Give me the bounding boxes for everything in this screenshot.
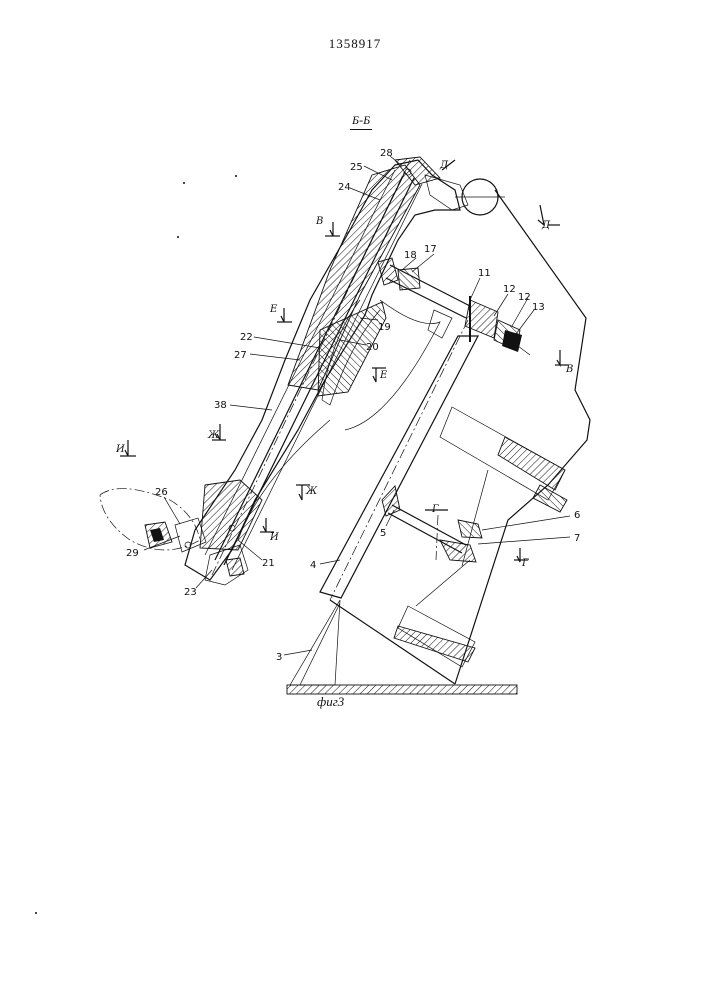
marker-g1: Г bbox=[431, 504, 439, 515]
label-22: 22 bbox=[240, 332, 253, 343]
label-20: 20 bbox=[366, 342, 379, 353]
label-23: 23 bbox=[184, 587, 197, 598]
label-29: 29 bbox=[126, 548, 139, 559]
label-27: 27 bbox=[234, 350, 247, 361]
label-21: 21 bbox=[262, 558, 275, 569]
label-24: 24 bbox=[338, 182, 351, 193]
label-19: 19 bbox=[378, 322, 391, 333]
label-7: 7 bbox=[574, 533, 580, 544]
label-5: 5 bbox=[380, 528, 386, 539]
marker-zh2: Ж bbox=[305, 486, 318, 497]
base-plate bbox=[287, 685, 517, 694]
label-12b: 12 bbox=[518, 292, 531, 303]
label-26: 26 bbox=[155, 487, 168, 498]
label-11: 11 bbox=[478, 268, 491, 279]
label-13: 13 bbox=[532, 302, 545, 313]
label-18: 18 bbox=[404, 250, 417, 261]
label-17: 17 bbox=[424, 244, 437, 255]
marker-e1: Е bbox=[269, 304, 278, 315]
transverse-shaft bbox=[378, 258, 530, 355]
label-28: 28 bbox=[380, 148, 393, 159]
marker-zh1: Ж bbox=[207, 430, 220, 441]
marker-i2: И bbox=[269, 532, 279, 543]
label-12a: 12 bbox=[503, 284, 516, 295]
bolt-assembly-5-7 bbox=[382, 486, 482, 562]
marker-i1: И bbox=[115, 444, 125, 455]
label-6: 6 bbox=[574, 510, 580, 521]
label-38: 38 bbox=[214, 400, 227, 411]
marker-e2: Е bbox=[379, 370, 388, 381]
marker-d2: Д bbox=[541, 220, 551, 231]
marker-g2: Г bbox=[521, 558, 529, 569]
label-4: 4 bbox=[310, 560, 316, 571]
marker-v2: В bbox=[565, 364, 573, 375]
marker-d1: Д bbox=[439, 160, 449, 171]
label-3: 3 bbox=[276, 652, 282, 663]
support-wedge bbox=[290, 600, 340, 685]
label-25: 25 bbox=[350, 162, 363, 173]
marker-v1: В bbox=[315, 216, 323, 227]
